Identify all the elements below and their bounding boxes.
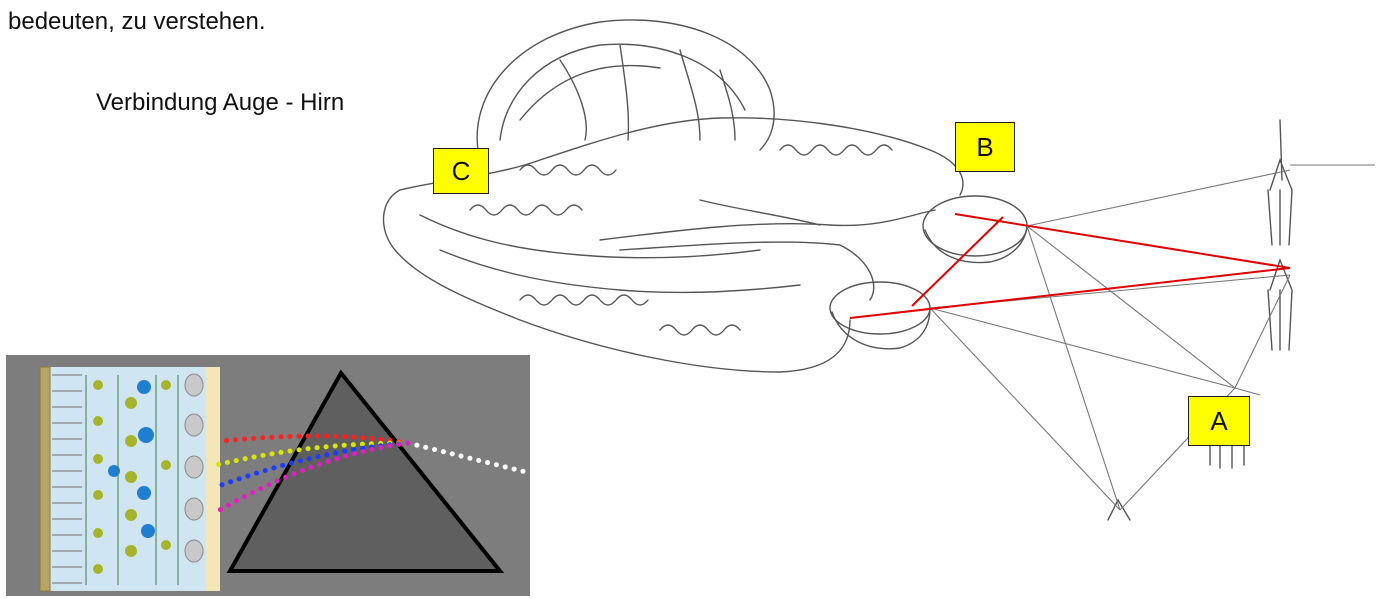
red-line-upper	[955, 214, 1290, 268]
left-eye	[830, 282, 930, 334]
intro-text: bedeuten, zu verstehen.	[8, 8, 266, 36]
caption-text: Verbindung Auge - Hirn	[96, 89, 344, 117]
retina-prism-illustration	[6, 355, 530, 596]
lower-brain-outline	[384, 190, 850, 372]
label-c: C	[433, 148, 489, 194]
label-b: B	[955, 122, 1015, 172]
prism	[230, 373, 500, 571]
label-a: A	[1188, 396, 1250, 446]
red-line-lower	[850, 268, 1290, 318]
object-top	[1268, 120, 1292, 245]
right-eye	[923, 196, 1027, 256]
ray-white	[408, 443, 530, 473]
photoreceptor-column	[40, 367, 50, 591]
